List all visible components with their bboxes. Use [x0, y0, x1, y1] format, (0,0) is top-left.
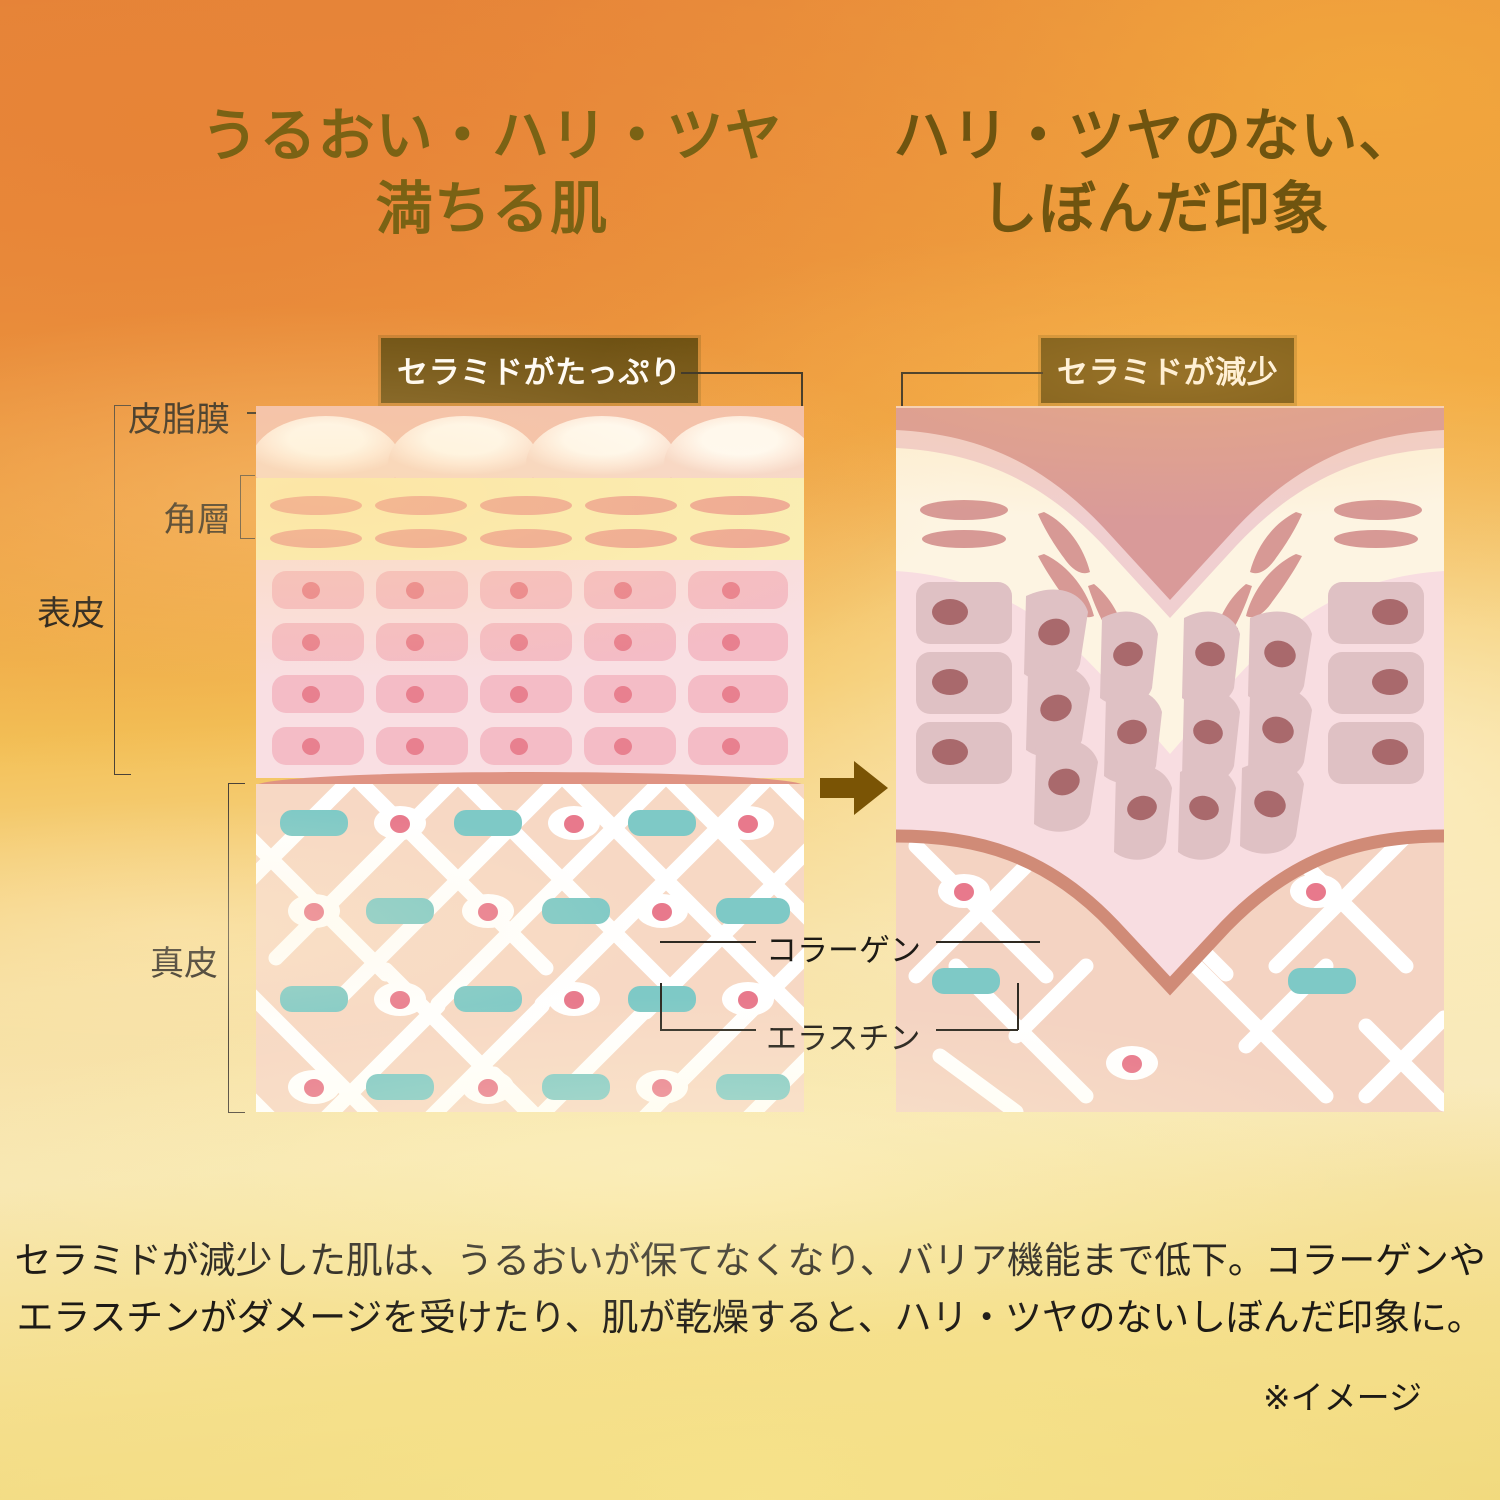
elastin-fiber — [932, 968, 1000, 994]
epidermis-nucleus — [722, 686, 740, 703]
body-copy: セラミドが減少した肌は、うるおいが保てなくなり、バリア機能まで低下。コラーゲンや… — [14, 1240, 1486, 1339]
epidermis-nucleus — [406, 582, 424, 599]
leader-elastin-left-h — [660, 1029, 756, 1031]
badge-ceramide-reduced: セラミドが減少 — [1041, 338, 1295, 403]
leader-elastin-right-v — [1017, 983, 1019, 1030]
corneocyte — [690, 529, 790, 548]
label-stratum-corneum: 角層 — [163, 501, 231, 539]
elastin-fiber — [542, 898, 610, 924]
corneocyte — [585, 529, 677, 548]
elastin-fiber — [280, 986, 348, 1012]
elastin-fiber — [716, 1074, 790, 1100]
epidermis-nucleus — [510, 686, 528, 703]
label-epidermis: 表皮 — [37, 595, 105, 633]
fibroblast-nucleus — [1122, 1055, 1142, 1073]
epidermis-nucleus — [614, 582, 632, 599]
corneocyte — [375, 496, 467, 515]
epidermis-nucleus — [406, 634, 424, 651]
corneocyte — [270, 496, 362, 515]
leader-collagen-right — [936, 941, 1040, 943]
leader-elastin-left-v — [660, 983, 662, 1030]
corneocyte — [585, 496, 677, 515]
fibroblast-nucleus — [564, 991, 584, 1009]
damaged-epidermis-cells — [916, 582, 1424, 860]
leader-line-right-badge-h — [901, 372, 1043, 374]
fibroblast-nucleus — [652, 903, 672, 921]
fibroblast-nucleus — [390, 815, 410, 833]
elastin-fiber — [628, 810, 696, 836]
corneocyte — [375, 529, 467, 548]
epidermis-nucleus — [614, 686, 632, 703]
epidermis-nucleus — [510, 738, 528, 755]
fibroblast-nucleus — [738, 991, 758, 1009]
elastin-fiber — [716, 898, 790, 924]
bracket-dermis — [228, 783, 245, 1113]
fibroblast-nucleus — [1306, 883, 1326, 901]
basement-membrane — [256, 772, 804, 786]
label-collagen: コラーゲン — [766, 933, 921, 968]
headline-left: うるおい・ハリ・ツヤ 満ちる肌 — [201, 104, 783, 241]
corneocyte — [480, 529, 572, 548]
epidermis-nucleus — [406, 686, 424, 703]
bracket-stratum-corneum — [240, 475, 255, 539]
epidermis-nucleus — [722, 582, 740, 599]
epidermis-nucleus — [302, 738, 320, 755]
label-elastin: エラスチン — [766, 1021, 921, 1056]
epidermis-nucleus — [722, 634, 740, 651]
epidermis-nucleus — [302, 686, 320, 703]
elastin-fiber — [366, 898, 434, 924]
damaged-skin-panel — [896, 406, 1444, 1112]
headline-right: ハリ・ツヤのない、 しぼんだ印象 — [893, 104, 1417, 241]
fibroblast-nucleus — [954, 883, 974, 901]
fibroblast-nucleus — [478, 1079, 498, 1097]
fibroblast-nucleus — [564, 815, 584, 833]
footnote-image-disclaimer: ※イメージ — [1263, 1379, 1422, 1416]
right-arrow-icon — [820, 761, 888, 815]
elastin-fiber — [366, 1074, 434, 1100]
label-dermis: 真皮 — [150, 945, 218, 983]
fibroblast-nucleus — [478, 903, 498, 921]
epidermis-nucleus — [614, 738, 632, 755]
epidermis-nucleus — [406, 738, 424, 755]
corneocyte — [480, 496, 572, 515]
fibroblast-nucleus — [304, 903, 324, 921]
elastin-fiber — [1288, 968, 1356, 994]
elastin-fiber — [280, 810, 348, 836]
epidermis-nucleus — [302, 582, 320, 599]
leader-collagen-left — [660, 941, 756, 943]
elastin-fiber — [454, 986, 522, 1012]
elastin-fiber — [454, 810, 522, 836]
fibroblast-nucleus — [304, 1079, 324, 1097]
bracket-epidermis — [114, 405, 131, 775]
label-sebum-film: 皮脂膜 — [128, 401, 230, 439]
fibroblast-nucleus — [390, 991, 410, 1009]
corneocyte — [690, 496, 790, 515]
wrinkle-surface — [896, 408, 1444, 996]
fibroblast-nucleus — [652, 1079, 672, 1097]
leader-line-left-badge-h — [681, 372, 803, 374]
epidermis-nucleus — [510, 582, 528, 599]
corneocyte — [270, 529, 362, 548]
elastin-fiber — [542, 1074, 610, 1100]
healthy-skin-panel — [256, 406, 804, 1112]
epidermis-nucleus — [614, 634, 632, 651]
elastin-fiber — [628, 986, 696, 1012]
badge-ceramide-plenty: セラミドがたっぷり — [381, 338, 698, 403]
epidermis-nucleus — [722, 738, 740, 755]
fibroblast-nucleus — [738, 815, 758, 833]
epidermis-nucleus — [510, 634, 528, 651]
epidermis-nucleus — [302, 634, 320, 651]
leader-elastin-right-h — [936, 1029, 1018, 1031]
